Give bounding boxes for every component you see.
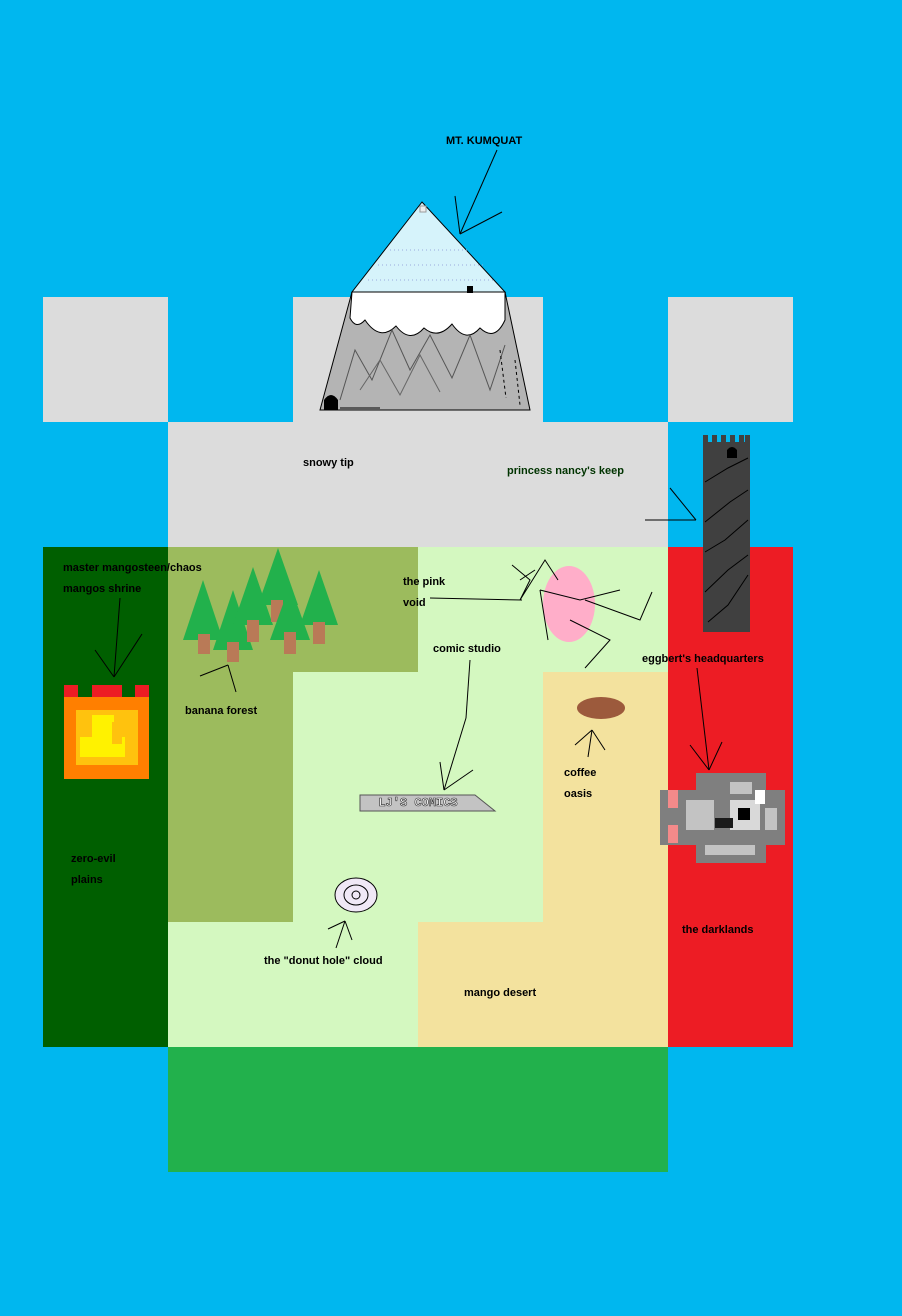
mangosteen-shrine-icon [64, 685, 149, 779]
mango-desert-lower [418, 922, 668, 1047]
studio-sign-text: LJ'S COMICS [378, 796, 458, 811]
mt-kumquat-mountain [319, 201, 531, 411]
tree [270, 585, 310, 654]
tree [233, 567, 273, 642]
label-shrine-line2: mangos shrine [63, 583, 142, 595]
pink-void-drawing [511, 559, 653, 669]
label-zero-evil-line2: plains [71, 874, 103, 886]
snow-block-right [668, 297, 793, 422]
lj-comics-studio-sign [359, 794, 497, 812]
label-coffee-line2: oasis [564, 788, 593, 800]
tree [213, 590, 253, 662]
princess-nancy-keep-tower [703, 435, 750, 632]
label-mt-kumquat: MT. KUMQUAT [446, 135, 523, 147]
label-pink-void-line2: void [403, 597, 426, 609]
tree [300, 570, 338, 644]
label-snowy-tip: snowy tip [303, 457, 354, 469]
label-shrine-line1: master mangosteen/chaos [63, 562, 202, 574]
tree [183, 580, 223, 654]
label-princess-keep: princess nancy's keep [507, 465, 624, 477]
zero-evil-plains-region [43, 547, 168, 1047]
pointer-arrows [94, 149, 723, 949]
coffee-oasis-puddle [577, 697, 625, 719]
grass-region [168, 1047, 668, 1172]
label-banana-forest: banana forest [185, 705, 258, 717]
label-eggbert-hq: eggbert's headquarters [642, 653, 764, 665]
eggbert-hq-robot [660, 773, 785, 863]
donut-hole-cloud [334, 877, 378, 913]
banana-forest-side [168, 672, 293, 922]
label-pink-void-line1: the pink [403, 576, 446, 588]
label-coffee-line1: coffee [564, 767, 597, 779]
snow-block-left [43, 297, 168, 422]
label-zero-evil-line1: zero-evil [71, 853, 116, 865]
banana-forest-trees [183, 548, 338, 662]
label-comic-studio: comic studio [433, 643, 501, 655]
label-darklands: the darklands [682, 924, 754, 936]
label-donut-cloud: the "donut hole" cloud [264, 955, 383, 967]
label-mango-desert: mango desert [464, 987, 537, 999]
snowy-tip-region [168, 422, 668, 547]
